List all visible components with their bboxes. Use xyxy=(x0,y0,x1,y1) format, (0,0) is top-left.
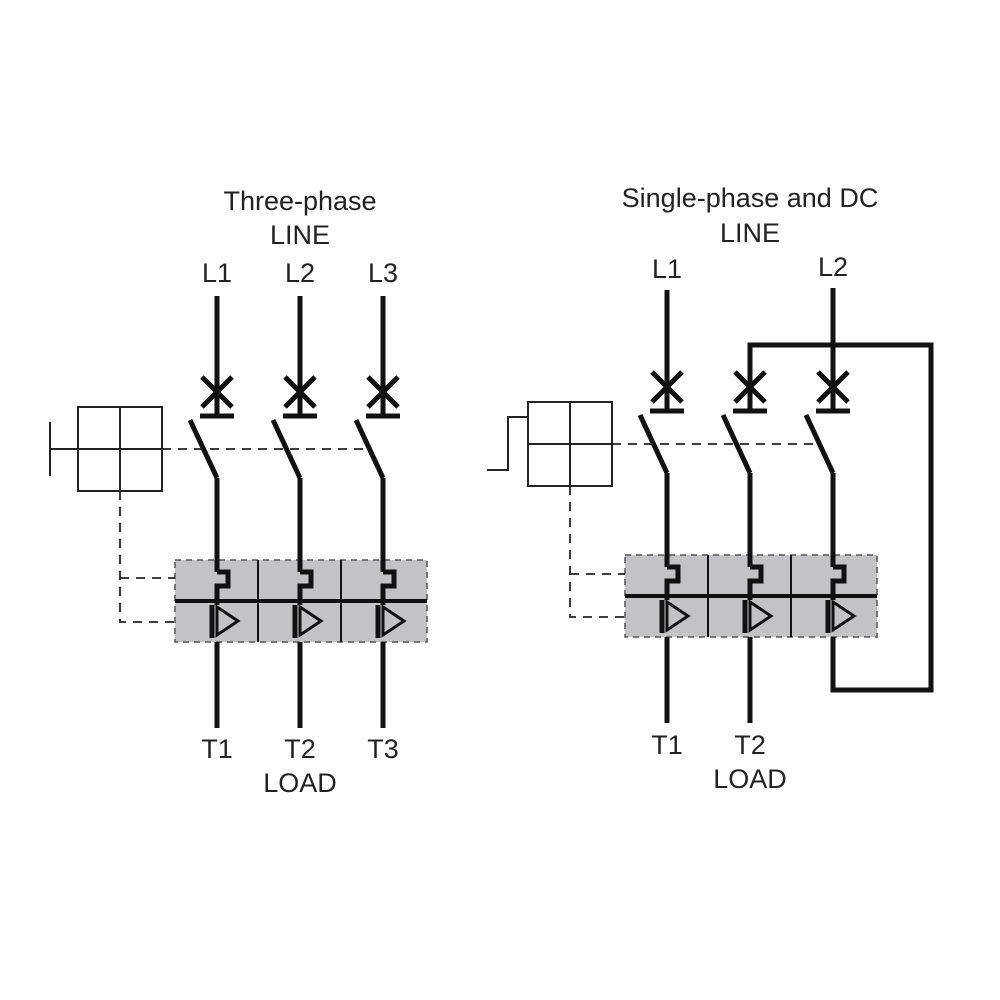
three-phase-terminal-l3: L3 xyxy=(368,258,398,288)
operating-handle-icon xyxy=(487,416,528,471)
switch-blade xyxy=(353,418,386,480)
thermal-element-icon xyxy=(747,564,764,596)
contact-cross-icon xyxy=(650,370,684,404)
three-phase-terminal-l2: L2 xyxy=(285,258,315,288)
three-phase-pole-1 xyxy=(187,296,241,728)
thermal-element-icon xyxy=(297,569,314,601)
single-phase-pole-1 xyxy=(637,290,691,723)
contact-cross-icon xyxy=(283,375,317,409)
three-phase-terminal-t1: T1 xyxy=(201,734,233,764)
magnetic-trip-triangle-icon xyxy=(748,599,774,633)
single-phase-title: Single-phase and DC xyxy=(622,183,879,213)
contact-cross-icon xyxy=(816,370,850,404)
contact-cross-icon xyxy=(366,375,400,409)
three-phase-diagram: Three-phase LINE L1 L2 L3 xyxy=(49,186,428,798)
single-phase-dc-diagram: Single-phase and DC LINE L1 L2 xyxy=(487,183,934,794)
thermal-element-icon xyxy=(214,569,231,601)
three-phase-magnetic-trip-linkage xyxy=(119,491,175,623)
three-phase-terminal-t2: T2 xyxy=(284,734,316,764)
switch-blade xyxy=(720,413,753,475)
thermal-element-icon xyxy=(830,564,847,596)
switch-blade xyxy=(270,418,303,480)
switch-blade xyxy=(803,413,836,475)
single-phase-terminal-l2: L2 xyxy=(818,252,848,282)
three-phase-pole-2 xyxy=(270,296,324,728)
three-phase-title: Three-phase xyxy=(223,186,376,216)
magnetic-trip-triangle-icon xyxy=(298,604,324,638)
switch-blade xyxy=(637,413,670,475)
three-phase-line-label: LINE xyxy=(270,220,330,250)
three-phase-terminal-t3: T3 xyxy=(367,734,399,764)
contact-cross-icon xyxy=(200,375,234,409)
single-phase-terminal-t1: T1 xyxy=(651,730,683,760)
three-phase-terminal-l1: L1 xyxy=(202,258,232,288)
contact-cross-icon xyxy=(733,370,767,404)
three-phase-pole-3 xyxy=(353,296,407,728)
single-phase-terminal-t2: T2 xyxy=(734,730,766,760)
single-phase-pole-3 xyxy=(803,288,857,633)
magnetic-trip-triangle-icon xyxy=(381,604,407,638)
thermal-element-icon xyxy=(380,569,397,601)
magnetic-trip-triangle-icon xyxy=(215,604,241,638)
single-phase-line-label: LINE xyxy=(720,218,780,248)
thermal-element-icon xyxy=(664,564,681,596)
single-phase-magnetic-trip-linkage xyxy=(569,486,625,618)
three-phase-load-label: LOAD xyxy=(263,768,337,798)
switch-blade xyxy=(187,418,220,480)
single-phase-load-label: LOAD xyxy=(713,764,787,794)
single-phase-pole-2 xyxy=(720,370,774,723)
single-phase-series-jumper-wire xyxy=(747,342,934,693)
magnetic-trip-triangle-icon xyxy=(831,599,857,633)
single-phase-terminal-l1: L1 xyxy=(652,254,682,284)
magnetic-trip-triangle-icon xyxy=(665,599,691,633)
